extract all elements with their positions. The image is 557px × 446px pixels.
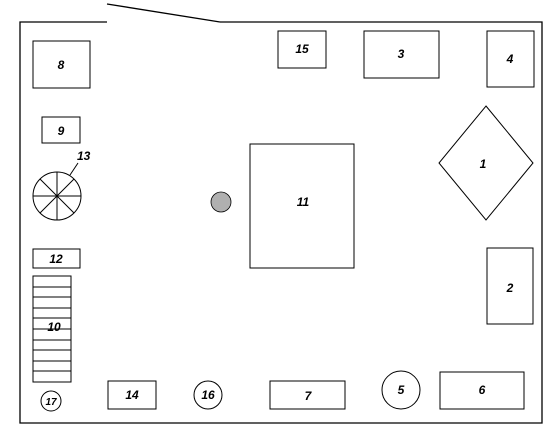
item-4-label: 4	[506, 52, 514, 66]
item-9: 9	[41, 116, 81, 144]
item-8: 8	[32, 40, 91, 89]
item-13-leader	[69, 162, 79, 176]
item-13: 13	[32, 149, 91, 221]
item-5-label: 5	[398, 383, 405, 397]
item-7: 7	[269, 380, 346, 410]
item-11-label: 11	[297, 195, 310, 209]
item-1: 1	[438, 105, 534, 221]
item-17: 17	[40, 390, 62, 412]
item-7-box	[269, 380, 346, 410]
item-15: 15	[277, 30, 327, 69]
item-10-label: 10	[47, 320, 61, 334]
item-6: 6	[439, 371, 525, 410]
item-2-box	[486, 247, 534, 325]
item-16-label: 16	[201, 388, 215, 402]
item-12-label: 12	[49, 252, 63, 266]
item-1-diamond	[438, 105, 534, 221]
item-6-label: 6	[479, 383, 486, 397]
item-13-label: 13	[77, 149, 91, 163]
item-3: 3	[363, 30, 440, 79]
item-3-label: 3	[398, 47, 405, 61]
item-5-circle	[381, 370, 421, 410]
item-8-label: 8	[58, 58, 65, 72]
item-4-box	[486, 30, 535, 88]
item-14: 14	[107, 380, 157, 410]
item-4: 4	[486, 30, 535, 88]
grey-marker	[210, 191, 232, 213]
item-11-box	[249, 143, 355, 269]
item-14-label: 14	[125, 388, 139, 402]
item-8-box	[32, 40, 91, 89]
item-3-box	[363, 30, 440, 79]
item-16-circle	[193, 380, 223, 410]
item-16: 16	[193, 380, 223, 410]
item-2-label: 2	[506, 281, 514, 295]
item-17-label: 17	[45, 397, 57, 408]
item-14-box	[107, 380, 157, 410]
item-15-box	[277, 30, 327, 69]
item-13-spoke	[39, 178, 75, 214]
item-9-label: 9	[58, 124, 65, 138]
item-2: 2	[486, 247, 534, 325]
room-walls	[19, 3, 543, 424]
item-1-label: 1	[480, 157, 487, 171]
item-12: 12	[32, 248, 81, 269]
door-leaf	[106, 3, 221, 23]
item-12-box	[32, 248, 81, 269]
item-9-box	[41, 116, 81, 144]
item-10: 10	[32, 275, 72, 383]
item-5: 5	[381, 370, 421, 410]
item-7-label: 7	[305, 389, 313, 403]
item-17-circle	[40, 390, 62, 412]
item-6-box	[439, 371, 525, 410]
wall-top-left	[19, 21, 543, 424]
item-11: 11	[249, 143, 355, 269]
item-15-label: 15	[295, 42, 309, 56]
